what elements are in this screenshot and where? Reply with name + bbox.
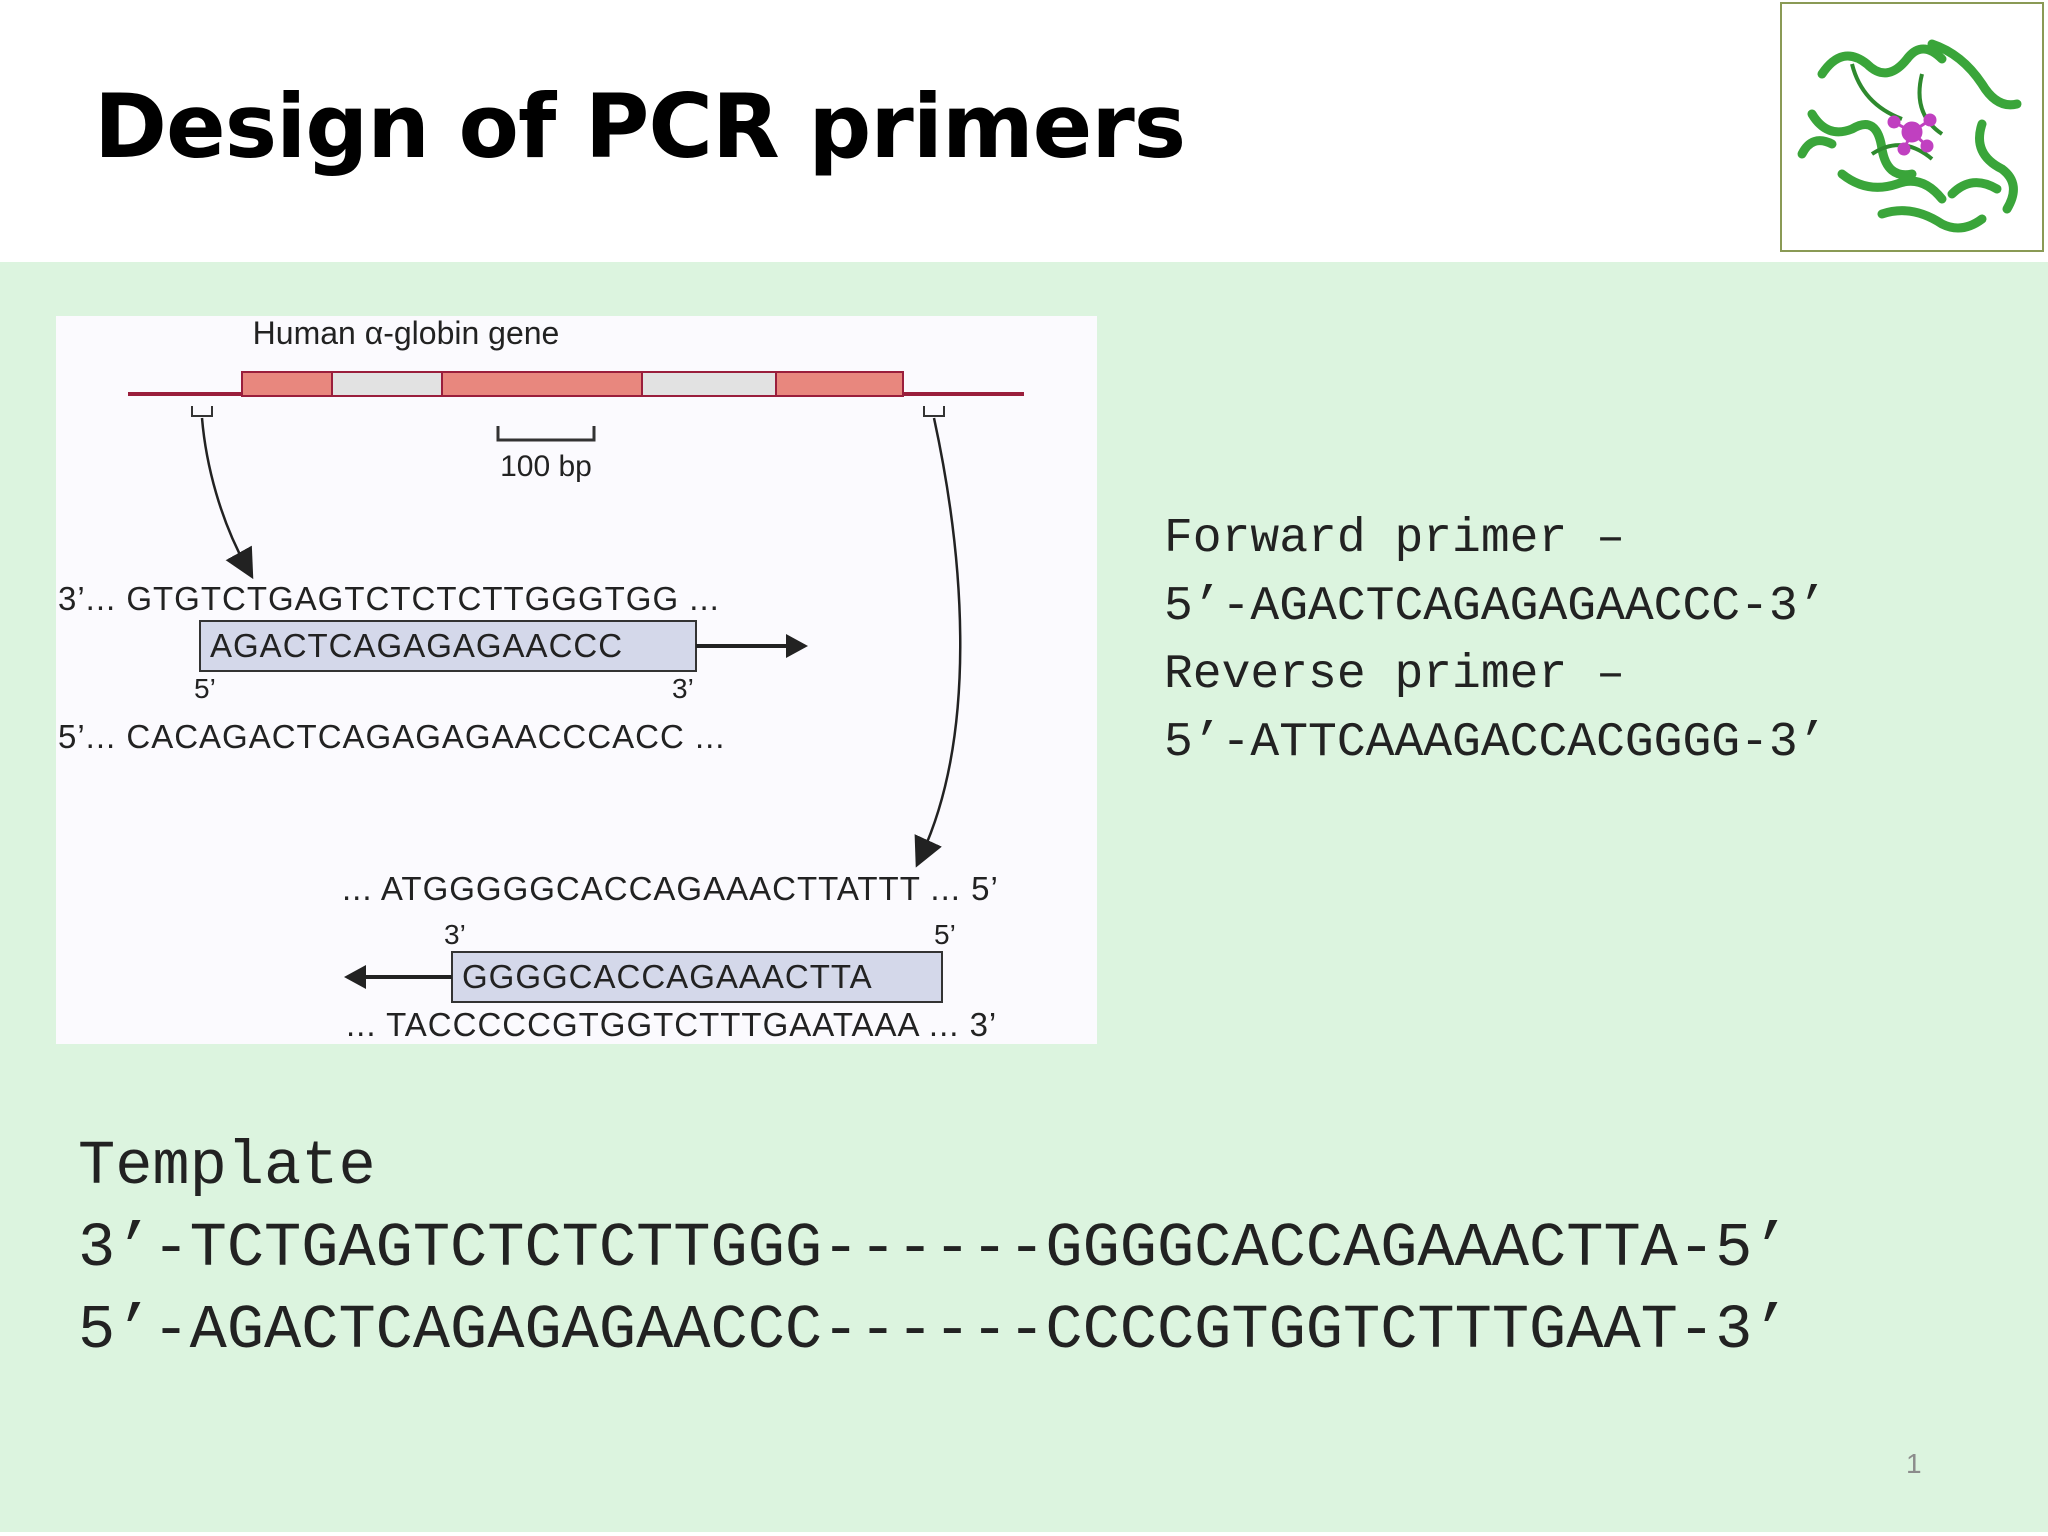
forward-primer-5end: 5’ bbox=[194, 673, 216, 704]
template-label: Template bbox=[78, 1126, 1789, 1208]
forward-primer-seq: AGACTCAGAGAGAACCC bbox=[210, 627, 623, 664]
primer-sequences: Forward primer –5’-AGACTCAGAGAGAACCC-3’R… bbox=[1164, 505, 1827, 777]
alpha-globin-primer-figure: Human α-globin gene 100 bp 3’... GTGTCTG… bbox=[56, 316, 1097, 1044]
intron-1 bbox=[332, 372, 442, 396]
protein-structure-icon bbox=[1780, 2, 2044, 252]
forward-primer-label: Forward primer – bbox=[1164, 505, 1827, 573]
slide-header: Design of PCR primers bbox=[0, 0, 2048, 262]
intron-2 bbox=[642, 372, 776, 396]
forward-primer-sequence: 5’-AGACTCAGAGAGAACCC-3’ bbox=[1164, 573, 1827, 641]
exon-2 bbox=[442, 372, 642, 396]
scale-label: 100 bp bbox=[500, 450, 592, 483]
exon-1 bbox=[242, 372, 332, 396]
reverse-primer-label: Reverse primer – bbox=[1164, 641, 1827, 709]
reverse-bottom-strand: ... TACCCCCGTGGTCTTTGAATAAA ... 3’ bbox=[346, 1006, 997, 1043]
reverse-primer-5end: 5’ bbox=[934, 919, 956, 950]
slide-title: Design of PCR primers bbox=[94, 75, 1185, 178]
template-strand-3to5: 3’-TCTGAGTCTCTCTTGGG------GGGGCACCAGAAAC… bbox=[78, 1208, 1789, 1290]
forward-bottom-strand: 5’... CACAGACTCAGAGAGAACCCACC ... bbox=[58, 718, 725, 755]
template-strand-5to3: 5’-AGACTCAGAGAGAACCC------CCCCGTGGTCTTTG… bbox=[78, 1290, 1789, 1372]
forward-top-strand: 3’... GTGTCTGAGTCTCTCTTGGGTGG ... bbox=[58, 580, 720, 617]
exon-3 bbox=[776, 372, 903, 396]
gene-label: Human α-globin gene bbox=[253, 316, 560, 351]
reverse-primer-sequence: 5’-ATTCAAAGACCACGGGG-3’ bbox=[1164, 709, 1827, 777]
page-number: 1 bbox=[1906, 1448, 1922, 1480]
reverse-top-strand: ... ATGGGGGCACCAGAAACTTATTT ... 5’ bbox=[342, 870, 999, 907]
forward-primer-3end: 3’ bbox=[672, 673, 694, 704]
reverse-primer-3end: 3’ bbox=[444, 919, 466, 950]
reverse-primer-seq: GGGGCACCAGAAACTTA bbox=[462, 958, 873, 995]
